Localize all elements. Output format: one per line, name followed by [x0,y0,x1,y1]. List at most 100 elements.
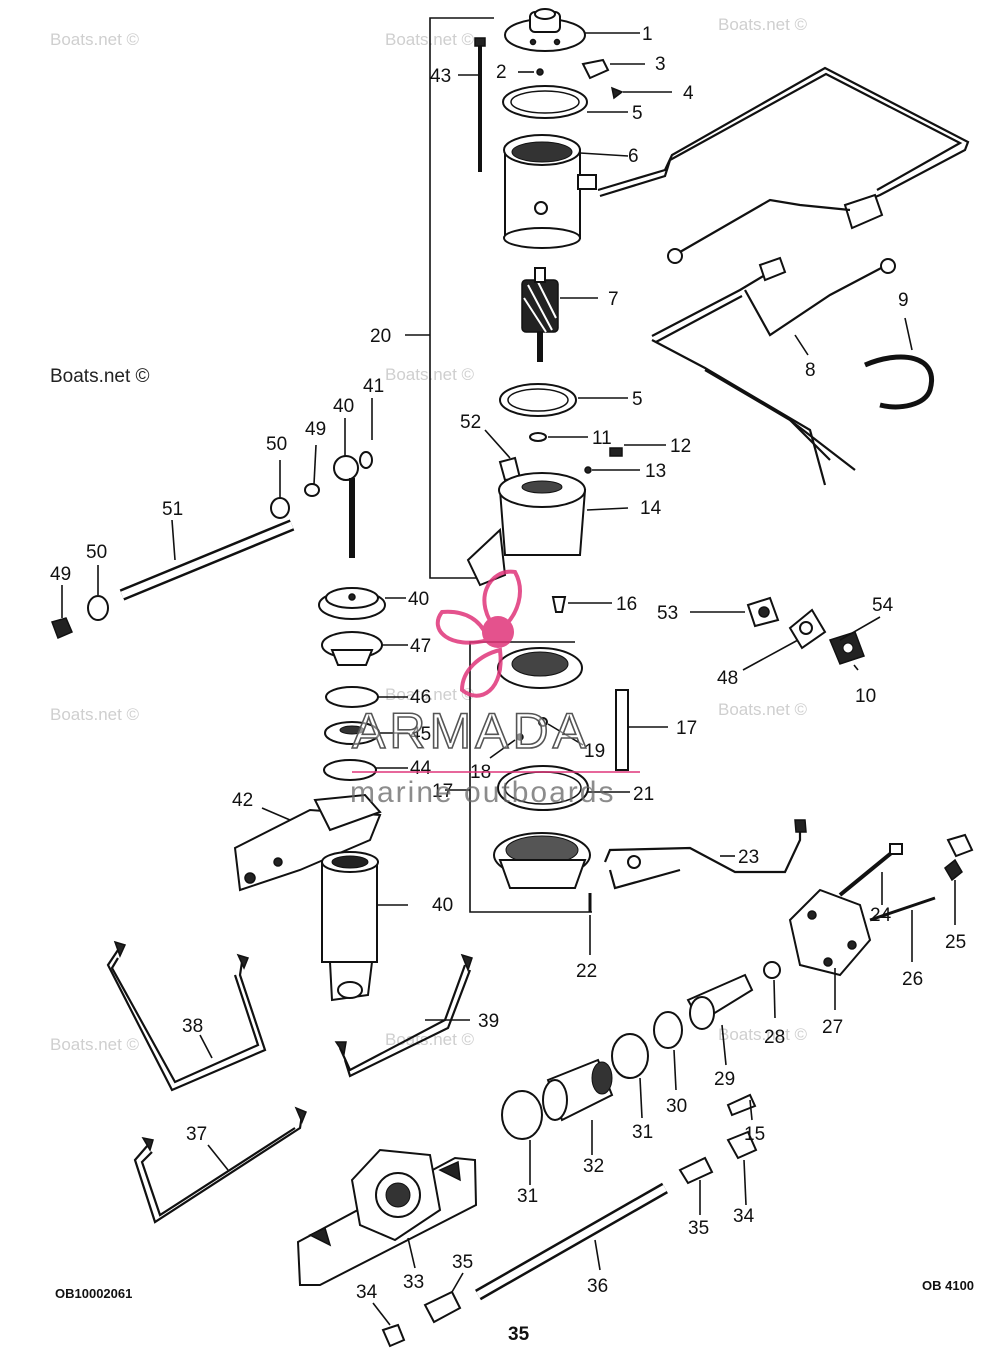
callout-24: 24 [870,905,892,926]
callout-42: 42 [232,790,253,811]
propeller-logo-icon [435,569,522,698]
callout-32: 32 [583,1156,604,1177]
callout-45: 45 [410,724,431,745]
callout-14: 14 [640,498,662,519]
watermark-text-dark: Boats.net © [50,366,150,387]
logo-brand-text: ARMADA [352,703,590,759]
callout-3: 3 [655,54,666,75]
armature-part [521,267,598,362]
piston-part [542,1058,614,1155]
watermark-text: Boats.net © [385,1030,475,1049]
washer-part [584,466,592,474]
watermark-text: Boats.net © [718,700,808,719]
long-bolt-part [458,37,486,172]
callout-50b: 50 [86,542,107,563]
armada-logo: ARMADA marine outboards [350,569,640,809]
callout-6: 6 [628,146,639,167]
callout-25: 25 [945,932,966,953]
callout-2: 2 [496,62,507,83]
o-ring-part [501,1090,543,1140]
callout-44: 44 [410,758,432,779]
nut-part [381,1323,406,1348]
page-number: 35 [508,1324,530,1345]
pump-housing-part [466,472,629,587]
callout-37: 37 [186,1124,207,1145]
callout-40c: 40 [432,895,453,916]
callout-49b: 49 [50,564,71,585]
callout-13: 13 [645,461,666,482]
callout-27: 27 [822,1017,843,1038]
watermark-text: Boats.net © [385,685,475,704]
battery-cable-part [651,256,896,486]
callout-22: 22 [576,961,597,982]
callout-21: 21 [633,784,654,805]
callout-35: 35 [688,1218,709,1239]
filter-part [321,631,408,666]
callout-5: 5 [632,103,643,124]
assembly-bracket-17 [445,641,592,913]
wire-harness-part [597,66,970,264]
callout-20: 20 [370,326,391,347]
mounting-bracket-part [296,1148,478,1286]
o-ring-part [763,961,781,979]
callout-34: 34 [733,1206,755,1227]
screw-part [610,86,624,100]
screw-part [609,447,623,457]
washer-part [536,68,544,76]
callout-labels: 1 2 3 4 5 6 43 20 7 8 9 5 11 12 13 14 52… [50,24,966,1303]
motor-housing-part [503,134,629,249]
callout-48: 48 [717,668,738,689]
callout-29: 29 [714,1069,735,1090]
hydraulic-line-part [334,953,473,1078]
end-cap-part [504,8,640,52]
callout-28: 28 [764,1027,785,1048]
assembly-bracket-20 [405,17,494,579]
watermark-text: Boats.net © [50,1035,140,1054]
callout-17: 17 [676,718,697,739]
bushing-part [423,1290,462,1324]
valve-part [333,398,373,558]
callout-15: 15 [744,1124,765,1145]
callout-7: 7 [608,289,619,310]
callout-40: 40 [333,396,354,417]
washer-part [87,595,109,621]
diagram-code-left: OB10002061 [55,1286,132,1301]
logo-tagline-text: marine outboards [350,776,615,809]
seal-part [653,1011,683,1049]
callout-1: 1 [642,24,653,45]
callout-40b: 40 [408,589,429,610]
callout-47: 47 [410,636,431,657]
valve-seat-part [324,721,408,745]
callout-39: 39 [478,1011,499,1032]
callout-17b: 17 [432,781,453,802]
retainer-band-part [864,354,935,410]
o-ring-part [497,765,589,811]
callout-12: 12 [670,436,691,457]
o-ring-part [611,1033,649,1079]
callout-33: 33 [403,1272,424,1293]
callout-38: 38 [182,1016,203,1037]
hydraulic-line-part [106,940,267,1092]
callout-5b: 5 [632,389,643,410]
washer-part [529,432,547,442]
ball-part [538,717,548,727]
hydraulic-line-part [133,1106,307,1224]
callout-52: 52 [460,412,481,433]
callout-50: 50 [266,434,287,455]
diagram-code-right: OB 4100 [922,1278,974,1293]
tilt-cylinder-part [321,851,408,1002]
callout-31b: 31 [517,1186,538,1207]
callout-43: 43 [430,66,451,87]
callout-54: 54 [872,595,894,616]
callout-49: 49 [305,419,326,440]
nut-part [51,617,73,639]
watermark-layer: Boats.net © Boats.net © Boats.net © Boat… [50,15,808,1054]
callout-23: 23 [738,847,759,868]
callout-34b: 34 [356,1282,378,1303]
callout-19: 19 [584,741,605,762]
manifold-part [233,793,382,892]
callout-30: 30 [666,1096,687,1117]
callout-4: 4 [683,83,694,104]
o-ring-part [323,759,377,781]
